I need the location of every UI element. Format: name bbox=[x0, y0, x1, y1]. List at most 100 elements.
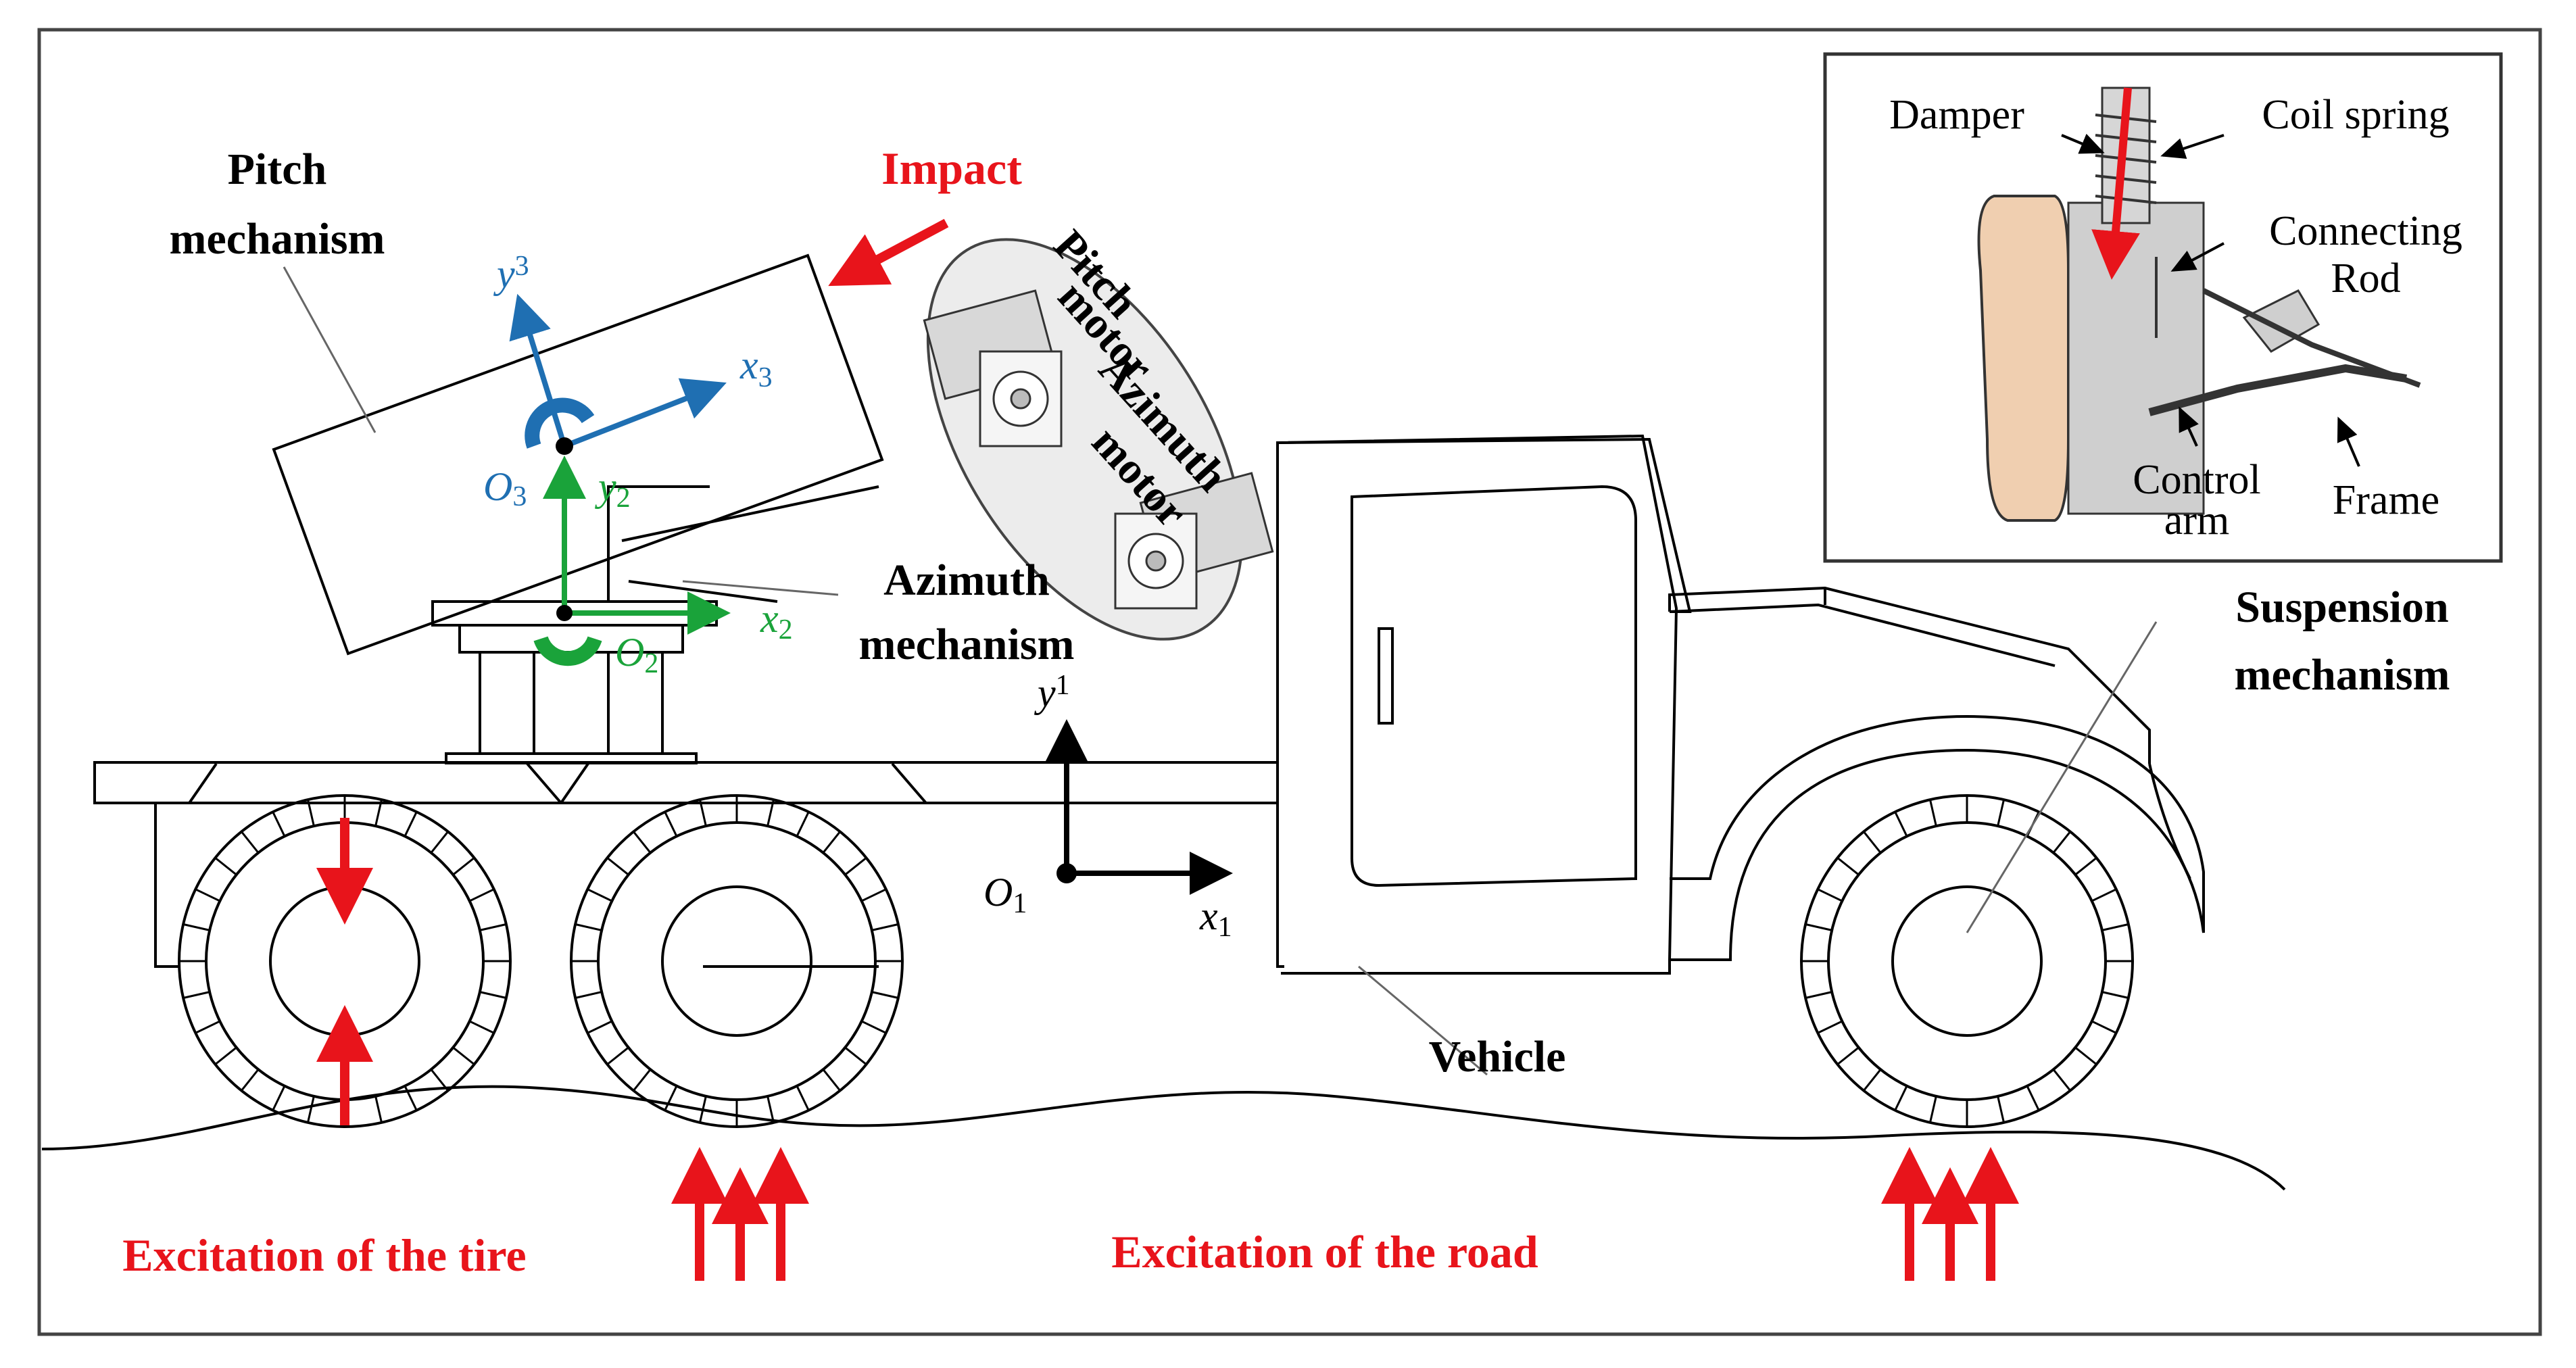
y2-label: y2 bbox=[594, 464, 631, 514]
excitation-road-label: Excitation of the road bbox=[1111, 1226, 1538, 1277]
tread-segment bbox=[822, 831, 841, 854]
impact-label: Impact bbox=[881, 143, 1022, 194]
tread-segment bbox=[699, 799, 707, 827]
azimuth-mechanism-label-2: mechanism bbox=[859, 620, 1075, 669]
y1-label: y1 bbox=[1034, 670, 1070, 715]
x3-label: x3 bbox=[739, 343, 773, 393]
tread-segment bbox=[195, 1020, 220, 1034]
impact-arrow bbox=[828, 218, 949, 287]
rear-wheel-2 bbox=[570, 794, 904, 1128]
tread-segment bbox=[452, 857, 475, 876]
tread-segment bbox=[430, 831, 449, 854]
tread-segment bbox=[871, 991, 899, 999]
frame-label: Frame bbox=[2333, 477, 2439, 523]
tread-segment bbox=[307, 799, 315, 827]
tread-segment bbox=[844, 857, 867, 876]
tread-segment bbox=[430, 1069, 449, 1092]
tread-segment bbox=[2074, 857, 2097, 876]
tread-segment bbox=[796, 1085, 810, 1111]
tread-segment bbox=[633, 831, 652, 854]
tread-segment bbox=[479, 991, 507, 999]
tread-segment bbox=[699, 1096, 707, 1123]
control-arm-label-2: arm bbox=[2164, 497, 2229, 543]
vehicle-label: Vehicle bbox=[1429, 1032, 1566, 1081]
azimuth-mechanism bbox=[431, 600, 718, 764]
connecting-rod-label-1: Connecting bbox=[2269, 208, 2462, 254]
tread-segment bbox=[606, 857, 629, 876]
tread-segment bbox=[195, 888, 220, 902]
tread-segment bbox=[374, 1096, 383, 1123]
azimuth-mechanism-label-1: Azimuth bbox=[883, 556, 1050, 605]
tread-segment bbox=[1894, 811, 1908, 837]
tread-segment bbox=[664, 811, 678, 837]
tread-segment bbox=[606, 1046, 629, 1065]
tread-segment bbox=[822, 1069, 841, 1092]
tread-segment bbox=[183, 923, 210, 931]
tread-segment bbox=[2091, 888, 2117, 902]
front-wheel bbox=[1800, 794, 2134, 1128]
connecting-rod-label-2: Rod bbox=[2331, 255, 2400, 301]
tread-segment bbox=[1863, 831, 1882, 854]
tread-segment bbox=[1817, 1020, 1843, 1034]
pitch-mechanism bbox=[272, 253, 884, 656]
o1-label: O1 bbox=[983, 870, 1027, 919]
y3-label: y3 bbox=[493, 251, 529, 296]
tread-segment bbox=[575, 991, 602, 999]
tread-segment bbox=[844, 1046, 867, 1065]
o2-label: O2 bbox=[615, 630, 658, 679]
tread-segment bbox=[587, 1020, 612, 1034]
tread-segment bbox=[1929, 1096, 1937, 1123]
tread-segment bbox=[1837, 1046, 1860, 1065]
coil-spring-label: Coil spring bbox=[2262, 92, 2449, 138]
figure-border bbox=[37, 28, 2542, 1336]
tread-segment bbox=[1997, 799, 2005, 827]
x2-label: x2 bbox=[760, 596, 793, 645]
x1-label: x1 bbox=[1199, 894, 1232, 943]
tread-segment bbox=[664, 1085, 678, 1111]
tread-segment bbox=[2026, 1085, 2040, 1111]
tread-segment bbox=[214, 857, 237, 876]
suspension-inset bbox=[1823, 52, 2503, 563]
tread-segment bbox=[272, 811, 286, 837]
tread-segment bbox=[2074, 1046, 2097, 1065]
tread-segment bbox=[2091, 1020, 2117, 1034]
road-profile bbox=[41, 1085, 2286, 1191]
tread-segment bbox=[1805, 923, 1832, 931]
pitch-mechanism-label-2: mechanism bbox=[170, 214, 385, 264]
frame3-axes bbox=[509, 293, 727, 455]
tread-segment bbox=[767, 1096, 775, 1123]
tread-segment bbox=[307, 1096, 315, 1123]
control-arm-label-1: Control bbox=[2133, 457, 2260, 503]
tread-segment bbox=[1837, 857, 1860, 876]
tire-treads bbox=[179, 796, 2133, 1127]
tread-segment bbox=[1817, 888, 1843, 902]
excitation-tire-label: Excitation of the tire bbox=[122, 1229, 526, 1281]
tread-segment bbox=[404, 811, 418, 837]
tread-segment bbox=[241, 831, 260, 854]
tread-segment bbox=[861, 888, 887, 902]
motors-callout bbox=[923, 238, 1274, 641]
pitch-mechanism-label-1: Pitch bbox=[228, 145, 327, 194]
tread-segment bbox=[479, 923, 507, 931]
tread-segment bbox=[587, 888, 612, 902]
frame1-axes bbox=[1045, 719, 1233, 895]
tread-segment bbox=[1929, 799, 1937, 827]
damper-label: Damper bbox=[1889, 92, 2024, 138]
frame2-axes bbox=[533, 456, 731, 666]
o3-label: O3 bbox=[483, 464, 527, 512]
tread-segment bbox=[272, 1085, 286, 1111]
tread-segment bbox=[469, 1020, 495, 1034]
tread-segment bbox=[374, 799, 383, 827]
tread-segment bbox=[2052, 831, 2071, 854]
suspension-mechanism-label-2: mechanism bbox=[2235, 650, 2450, 700]
tread-segment bbox=[214, 1046, 237, 1065]
tread-segment bbox=[469, 888, 495, 902]
tread-segment bbox=[633, 1069, 652, 1092]
tread-segment bbox=[2101, 991, 2129, 999]
tread-segment bbox=[1805, 991, 1832, 999]
leader-lines bbox=[283, 266, 2158, 1076]
tread-segment bbox=[183, 991, 210, 999]
tread-segment bbox=[796, 811, 810, 837]
tread-segment bbox=[1894, 1085, 1908, 1111]
